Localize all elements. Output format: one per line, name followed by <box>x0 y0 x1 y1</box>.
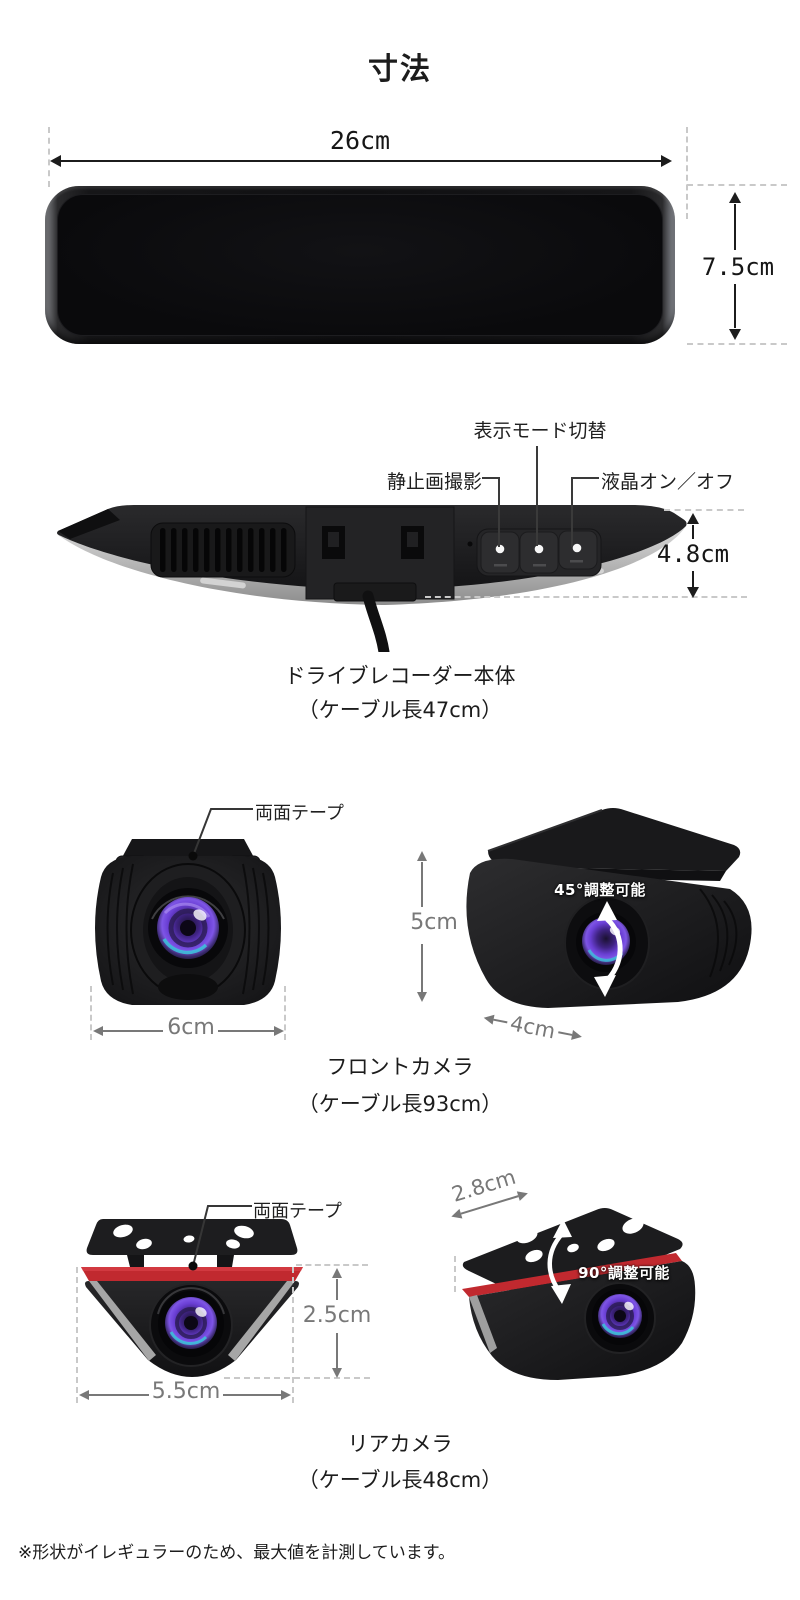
leader-display-mode <box>536 446 538 546</box>
front-camera-cable-note: （ケーブル長93cm） <box>297 1092 503 1116</box>
guide-fc-right <box>284 986 286 1040</box>
mirror-screen <box>57 194 663 336</box>
front-camera-front-view <box>95 839 281 1005</box>
front-height-value: 5cm <box>410 910 458 935</box>
fc-width-line-l <box>103 1030 163 1032</box>
arrow-right-head <box>661 155 672 167</box>
arrow-right-head <box>571 1030 583 1042</box>
label-lcd-toggle: 液晶オン／オフ <box>601 471 735 493</box>
height-arrow-bottom <box>734 284 736 328</box>
arrow-left-head <box>93 1026 103 1036</box>
guide-right <box>686 127 688 219</box>
rear-height-value: 2.5cm <box>302 1303 372 1328</box>
rear-camera-cable-note: （ケーブル長48cm） <box>297 1468 503 1492</box>
leader-still-h <box>482 477 500 479</box>
height-arrow-top <box>734 204 736 250</box>
main-width-value: 26cm <box>329 126 391 155</box>
arrow-down-head <box>332 1368 342 1378</box>
rear-width-value: 5.5cm <box>151 1379 221 1404</box>
rotate-45-arrow <box>594 901 623 997</box>
main-height-value: 7.5cm <box>701 253 775 281</box>
rc-width-line-l <box>89 1394 149 1396</box>
arrow-right-head <box>281 1390 291 1400</box>
rim-highlight <box>200 577 246 589</box>
guide-rc-bottom <box>224 1377 370 1379</box>
rotate-90-arrow <box>547 1219 572 1304</box>
leader-lcd-h <box>571 477 599 479</box>
guide-fc-left <box>90 986 92 1040</box>
tape-leader-rear <box>188 1205 252 1271</box>
guide-unit-bottom <box>425 596 747 598</box>
guide-unit-top <box>664 509 744 511</box>
fc-height-line-b <box>421 944 423 992</box>
arrow-down-head <box>687 587 699 598</box>
mirror-monitor <box>45 186 675 344</box>
power-cable <box>362 590 390 652</box>
thickness-arrow-top <box>692 525 694 539</box>
label-tape-front: 両面テープ <box>255 803 344 824</box>
main-unit-cable-note: （ケーブル長47cm） <box>297 698 503 722</box>
rc-height-line-b <box>336 1333 338 1368</box>
rc-height-line-t <box>336 1279 338 1300</box>
arrow-up-head <box>417 851 427 861</box>
arrow-up-head <box>332 1268 342 1278</box>
guide-rc-left <box>76 1267 78 1403</box>
width-arrow-line <box>61 160 661 162</box>
arrow-down-head <box>729 329 741 340</box>
fc-width-line-r <box>218 1030 274 1032</box>
arrow-left-head <box>50 155 61 167</box>
arrow-up-head <box>729 192 741 203</box>
guide-left <box>48 127 50 187</box>
leader-still-v <box>498 477 500 547</box>
mount-recess <box>305 506 455 602</box>
main-unit-bottom-view <box>57 505 687 652</box>
label-tape-rear: 両面テープ <box>253 1201 342 1222</box>
rear-adjust-label: 90°調整可能 <box>578 1264 670 1282</box>
measurement-footnote: ※形状がイレギュラーのため、最大値を計測しています。 <box>18 1543 456 1563</box>
label-display-mode: 表示モード切替 <box>473 420 607 442</box>
tape-leader-front <box>188 808 253 861</box>
leader-lcd-v <box>571 477 573 547</box>
guide-rc-depth <box>454 1256 456 1292</box>
front-camera-caption: フロントカメラ <box>326 1055 474 1079</box>
arrow-down-head <box>417 992 427 1002</box>
arrow-right-head <box>274 1026 284 1036</box>
guide-rc-top <box>296 1264 368 1266</box>
front-camera-side-view <box>466 808 752 1008</box>
front-width-value: 6cm <box>167 1015 215 1040</box>
page-title: 寸法 <box>368 52 432 87</box>
button-cluster <box>476 528 602 577</box>
guide-top-right <box>687 184 787 186</box>
guide-bottom-right <box>687 343 787 345</box>
label-still-capture: 静止画撮影 <box>386 471 482 493</box>
arrow-up-head <box>687 513 699 524</box>
main-thickness-value: 4.8cm <box>656 540 730 568</box>
tape-strip <box>462 1253 682 1297</box>
front-adjust-label: 45°調整可能 <box>554 881 646 899</box>
guide-rc-right <box>292 1267 294 1403</box>
rear-camera-front-view <box>81 1219 303 1377</box>
rear-camera-caption: リアカメラ <box>347 1432 453 1456</box>
rc-width-line-r <box>223 1394 281 1396</box>
front-camera-side-lens <box>582 917 630 965</box>
thickness-arrow-bottom <box>692 571 694 587</box>
rear-camera-side-view <box>462 1208 696 1380</box>
vent-grille <box>150 522 296 578</box>
arrow-left-head <box>79 1390 89 1400</box>
mic-hole <box>467 541 473 547</box>
main-unit-caption: ドライブレコーダー本体 <box>284 664 516 688</box>
fc-height-line-t <box>421 862 423 907</box>
